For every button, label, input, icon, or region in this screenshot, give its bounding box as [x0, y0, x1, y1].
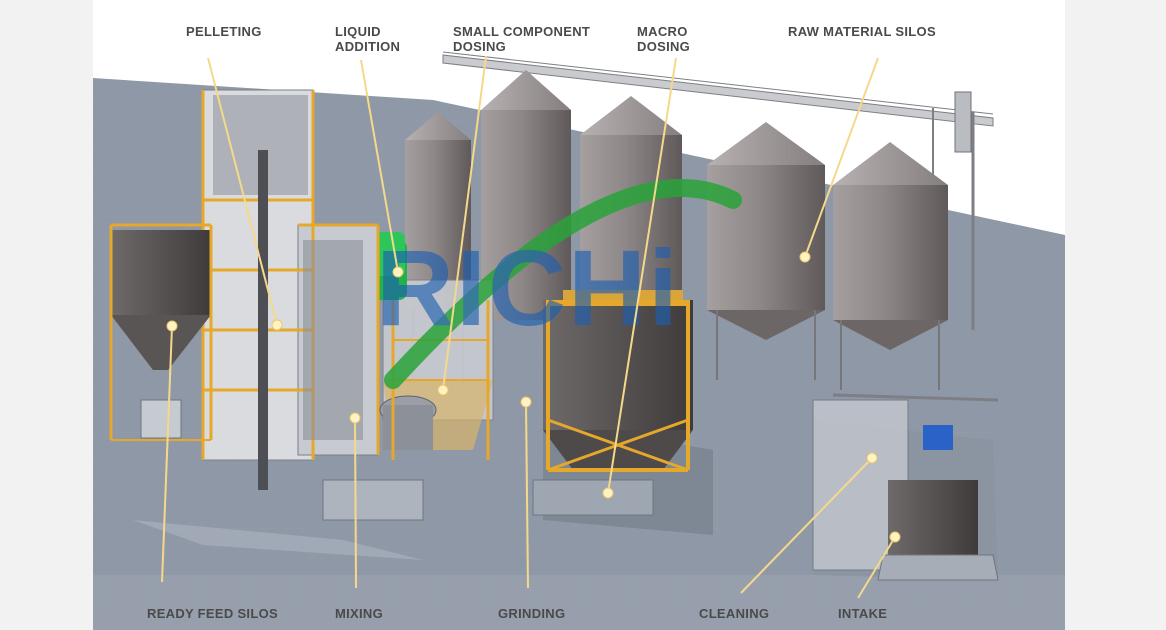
label-intake: INTAKE [838, 606, 888, 621]
marker-ready-feed-silos [166, 320, 178, 332]
marker-pelleting [271, 319, 283, 331]
leader-mixing [354, 417, 357, 589]
label-ready-feed-silos: READY FEED SILOS [147, 606, 278, 621]
plant-drawing: RICHi [93, 0, 1065, 630]
label-cleaning: CLEANING [699, 606, 770, 621]
label-markers [166, 251, 901, 543]
marker-small-component-dosing [437, 384, 449, 396]
marker-liquid-addition [392, 266, 404, 278]
marker-grinding [520, 396, 532, 408]
cleaning-intake-area [812, 393, 999, 581]
leader-ready-feed-silos [161, 325, 173, 583]
marker-macro-dosing [602, 487, 614, 499]
label-raw-material-silos: RAW MATERIAL SILOS [788, 24, 936, 39]
marker-cleaning [866, 452, 878, 464]
leader-liquid-addition [360, 59, 399, 273]
feed-mill-illustration: RICHi [93, 0, 1065, 630]
richi-watermark: RICHi [376, 179, 742, 389]
label-pelleting: PELLETING [186, 24, 262, 39]
marker-raw-material-silos [799, 251, 811, 263]
watermark-text: RICHi [376, 227, 680, 348]
leader-macro-dosing [607, 57, 677, 494]
pelleting-tower [201, 89, 380, 490]
leader-intake [857, 536, 896, 599]
label-grinding: GRINDING [498, 606, 566, 621]
top-conveyor-bridge [442, 51, 994, 330]
label-mixing: MIXING [335, 606, 384, 621]
left-margin [0, 0, 93, 630]
slab-left [133, 520, 423, 560]
silo-5 [833, 142, 948, 390]
leader-lines [161, 55, 896, 599]
macro-dosing-bins [532, 290, 693, 516]
leader-raw-material-silos [804, 57, 879, 258]
right-margin [1065, 0, 1166, 630]
marker-intake [889, 531, 901, 543]
label-small-component-dosing: SMALL COMPONENT DOSING [453, 24, 591, 54]
leader-grinding [525, 401, 529, 589]
label-macro-dosing: MACRO DOSING [637, 24, 691, 54]
label-liquid-addition: LIQUID ADDITION [335, 24, 401, 54]
leader-cleaning [740, 457, 873, 594]
foreground-band [93, 575, 1065, 630]
leader-small-component-dosing [442, 55, 487, 391]
ready-feed-silo-block [109, 223, 213, 441]
marker-mixing [349, 412, 361, 424]
leader-pelleting [207, 57, 278, 326]
